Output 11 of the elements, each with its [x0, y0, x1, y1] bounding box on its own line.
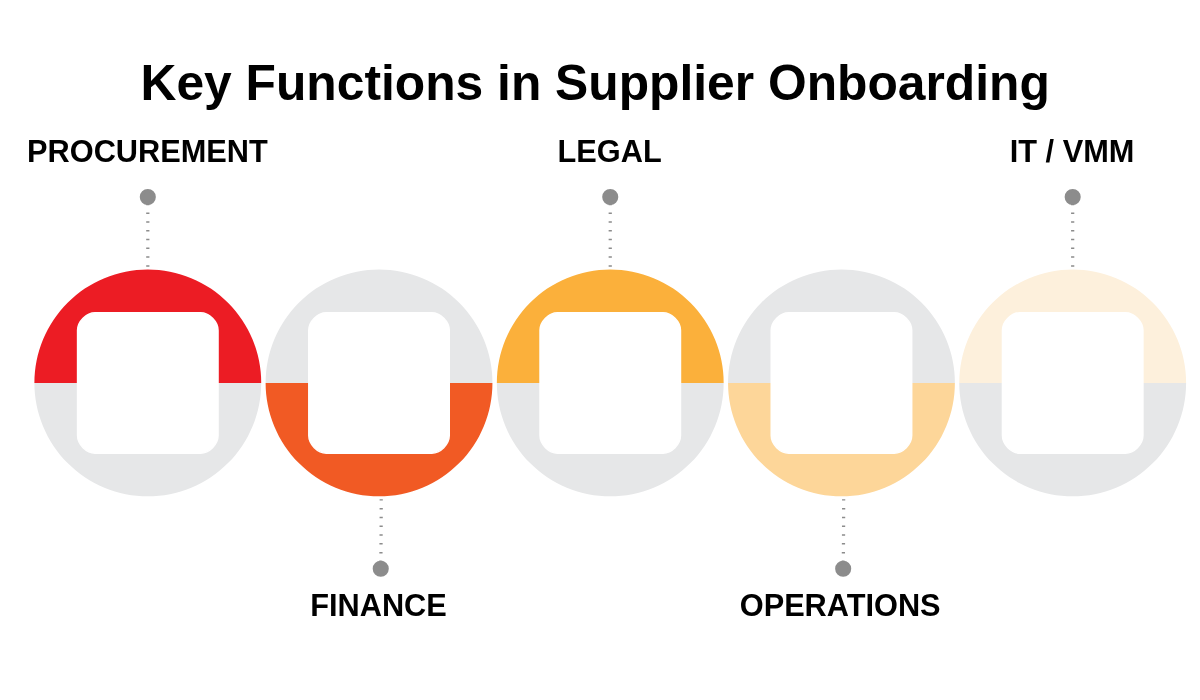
connector: [372, 496, 389, 577]
connector: [835, 496, 852, 577]
node-text: LEGAL: [557, 134, 662, 170]
diagram-title: Key Functions in Supplier Onboarding: [140, 55, 1050, 112]
node-text: PROCUREMENT: [27, 134, 268, 170]
node-text: FINANCE: [310, 588, 447, 624]
node-text: OPERATIONS: [739, 588, 941, 624]
connector: [139, 189, 156, 270]
connector: [602, 189, 619, 270]
node-text: IT / VMM: [1009, 134, 1135, 170]
connector: [1064, 189, 1081, 270]
